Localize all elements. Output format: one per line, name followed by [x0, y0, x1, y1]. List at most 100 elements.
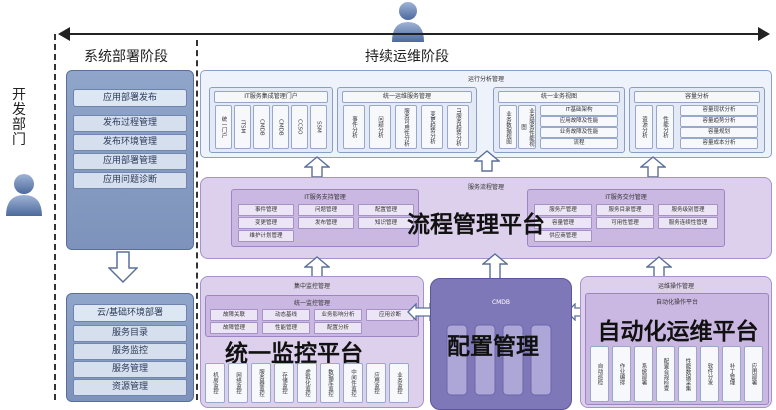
dev-dept-label: 开发部门 — [12, 87, 26, 148]
service-monitor-item: 服务监控 — [73, 343, 187, 360]
auto-item-3: 系统部署 — [634, 346, 653, 402]
release-process-item: 发布过程管理 — [73, 115, 187, 132]
process-platform-label: 流程管理平台 — [407, 212, 545, 238]
release-mgmt-cell: 发布管理 — [298, 217, 354, 229]
capacity-mgmt-cell: 容量管理 — [534, 217, 592, 229]
analysis-title: 运行分析管理 — [467, 76, 504, 83]
monitor-item-3: 服务器监控 — [251, 363, 271, 403]
unified-ops-cell-3: 服务可用性分析 — [395, 105, 417, 149]
maintenance-plan-cell: 维护计划管理 — [238, 230, 294, 242]
capacity-left-2: 性能分析 — [656, 105, 674, 149]
it-portal-cell-1: 统一门户 — [215, 105, 232, 149]
monitor-platform-label: 统一监控平台 — [225, 341, 363, 367]
it-portal-cell-2: ITSM — [234, 105, 251, 149]
fault-correlation-cell: 故障关联 — [210, 309, 258, 321]
middle-divider — [196, 40, 198, 400]
unified-ops-cell-1: 事件分析 — [343, 105, 365, 149]
config-analysis-cell: 配置分析 — [314, 322, 362, 334]
availability-cell: 可用性管理 — [596, 217, 654, 229]
biz-impact-cell: 业务影响分析 — [314, 309, 362, 321]
it-delivery-box: IT服务交付管理 服务产管理 服务目录管理 服务级别管理 容量管理 可用性管理 … — [527, 189, 725, 247]
capacity-item-4: 容量成本分析 — [680, 138, 758, 149]
auto-item-4: 配置合规检查 — [656, 346, 675, 402]
automation-title: 运维操作管理 — [657, 283, 694, 290]
up-arrow-1 — [304, 156, 330, 178]
capacity-left-1: 资源分析 — [635, 105, 653, 149]
capacity-item-1: 容量现状分析 — [680, 105, 758, 116]
biz-view-item-2: 应用故障及性能 — [540, 116, 618, 127]
monitor-panel: 集中监控管理 统一监控管理 故障关联 动态基线 业务影响分析 应用诊断 故障管理… — [200, 276, 424, 408]
down-arrow — [107, 251, 139, 287]
auto-item-2: 作业编排 — [612, 346, 631, 402]
deploy-stage-title: 系统部署阶段 — [84, 49, 168, 65]
knowledge-mgmt-cell: 知识管理 — [358, 217, 414, 229]
auto-item-5: 性能数据采集 — [678, 346, 697, 402]
unified-monitor-title: 统一监控管理 — [293, 300, 330, 307]
app-deploy-panel: 应用部署发布 发布过程管理 发布环境管理 应用部署管理 应用问题诊断 — [66, 70, 194, 250]
monitor-item-9: 业务监控 — [389, 363, 409, 403]
biz-view-item-1: IT基础架构 — [540, 105, 618, 116]
process-panel: 服务流程管理 IT服务支持管理 事件管理 问题管理 配置管理 变更管理 发布管理… — [200, 177, 772, 259]
monitor-item-8: 应用监控 — [366, 363, 386, 403]
resource-mgmt-item: 资源管理 — [73, 379, 187, 396]
cmdb-cylinders — [443, 319, 559, 399]
timeline-arrow-left-head — [58, 27, 70, 41]
it-delivery-title: IT服务交付管理 — [605, 194, 647, 201]
auto-items-row: 自动巡检 作业编排 系统部署 配置合规检查 性能数据采集 软件分发 补丁管理 应… — [590, 346, 764, 402]
process-title: 服务流程管理 — [467, 184, 504, 191]
app-diag-cell: 应用诊断 — [366, 309, 414, 321]
service-catalog-cell: 服务目录管理 — [596, 204, 654, 216]
cloud-deploy-title: 云/基础环境部署 — [73, 304, 187, 322]
person-icon-top — [390, 0, 426, 42]
up-arrow-2 — [474, 150, 500, 172]
it-support-title: IT服务支持管理 — [304, 194, 346, 201]
monitor-item-4: 存储监控 — [274, 363, 294, 403]
biz-view-item-3: 业务故障及性能 — [540, 127, 618, 138]
auto-item-7: 补丁管理 — [722, 346, 741, 402]
continuity-cell: 服务连续性管理 — [658, 217, 718, 229]
fault-mgmt-cell: 故障管理 — [210, 322, 258, 334]
left-divider — [54, 34, 56, 400]
timeline-arrow-right-head — [758, 27, 770, 41]
auto-item-6: 软件分发 — [700, 346, 719, 402]
biz-view-left-2: 业务服务性能视图 — [518, 105, 536, 149]
it-portal-cell-3: CMDB — [253, 105, 270, 149]
supplier-cell: 供应商管理 — [534, 230, 592, 242]
it-portal-title: IT服务集成管理门户 — [214, 91, 328, 103]
biz-view-box: 统一业务视图 业务数据视图 业务服务性能视图 IT基础架构 应用故障及性能 业务… — [493, 87, 625, 153]
biz-view-left-1: 业务数据视图 — [499, 105, 517, 149]
timeline-arrow-line — [66, 33, 762, 35]
event-mgmt-cell: 事件管理 — [238, 204, 294, 216]
service-mgmt-item: 服务管理 — [73, 361, 187, 378]
it-portal-cell-4: CMDB — [272, 105, 289, 149]
it-portal-cell-6: SSM — [310, 105, 327, 149]
capacity-box: 容量分析 资源分析 性能分析 容量现状分析 容量趋势分析 容量规划 容量成本分析 — [629, 87, 765, 153]
it-support-box: IT服务支持管理 事件管理 问题管理 配置管理 变更管理 发布管理 知识管理 维… — [231, 189, 419, 247]
unified-monitor-box: 统一监控管理 故障关联 动态基线 业务影响分析 应用诊断 故障管理 性能管理 配… — [205, 295, 419, 337]
it-portal-cell-5: CCSO — [291, 105, 308, 149]
monitor-item-5: 虚拟化监控 — [297, 363, 317, 403]
cloud-deploy-panel: 云/基础环境部署 服务目录 服务监控 服务管理 资源管理 — [66, 293, 194, 402]
capacity-title: 容量分析 — [634, 91, 760, 103]
release-env-item: 发布环境管理 — [73, 134, 187, 151]
up-arrow-3 — [640, 156, 666, 178]
it-portal-box: IT服务集成管理门户 统一门户 ITSM CMDB CMDB CCSO SSM — [209, 87, 333, 153]
person-icon-left — [4, 172, 44, 216]
monitor-item-2: 网络监控 — [228, 363, 248, 403]
perf-mgmt-cell: 性能管理 — [262, 322, 310, 334]
biz-view-title: 统一业务视图 — [498, 91, 620, 103]
auto-ops-title: 自动化操作平台 — [655, 299, 698, 306]
ops-stage-title: 持续运维阶段 — [365, 49, 449, 65]
cmdb-label: 配置管理 — [447, 334, 539, 360]
monitor-item-1: 机房监控 — [205, 363, 225, 403]
monitor-item-6: 数据库监控 — [320, 363, 340, 403]
service-catalog-item: 服务目录 — [73, 325, 187, 342]
monitor-item-7: 中间件监控 — [343, 363, 363, 403]
config-mgmt-cell: 配置管理 — [358, 204, 414, 216]
unified-ops-box: 统一运维服务管理 事件分析 问题分析 服务可用性分析 变更趋势分析 IT服务趋势… — [337, 87, 477, 153]
unified-ops-cell-4: 变更趋势分析 — [421, 105, 443, 149]
service-level-cell: 服务产管理 — [534, 204, 592, 216]
app-deploy-mgmt-item: 应用部署管理 — [73, 153, 187, 170]
monitor-items-row: 机房监控 网络监控 服务器监控 存储监控 虚拟化监控 数据库监控 中间件监控 应… — [205, 363, 417, 403]
cmdb-title: CMDB — [491, 299, 511, 306]
